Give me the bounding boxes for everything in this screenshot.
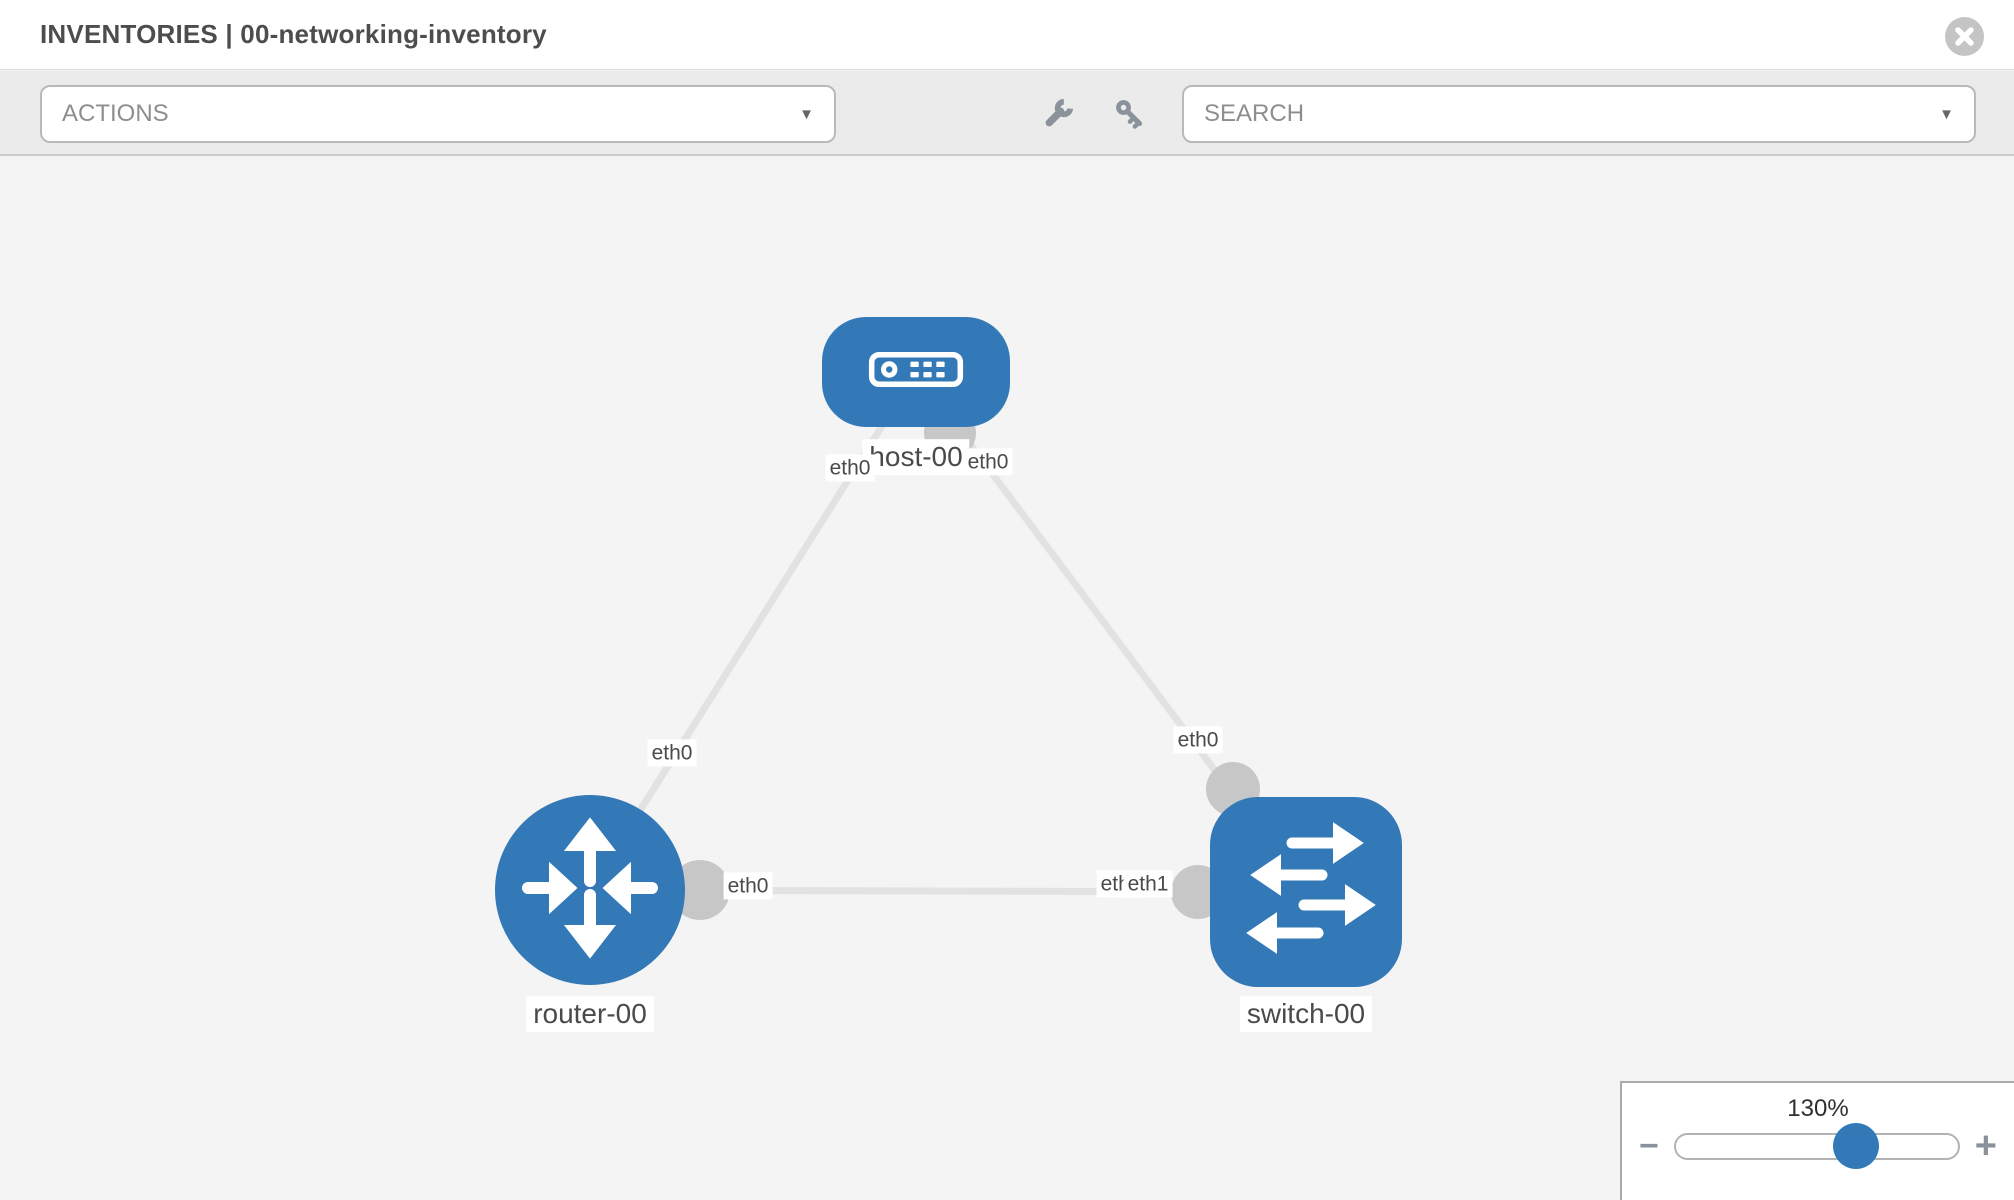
node-router-00[interactable]: [495, 795, 685, 985]
zoom-out-icon[interactable]: −: [1639, 1127, 1659, 1165]
header-bar: INVENTORIES | 00-networking-inventory: [0, 0, 2014, 70]
zoom-in-icon[interactable]: +: [1974, 1125, 1997, 1167]
chevron-down-icon: ▼: [799, 105, 814, 123]
node-label: switch-00: [1239, 996, 1373, 1032]
router-arrows-icon: [495, 793, 685, 988]
key-icon[interactable]: [1112, 96, 1148, 132]
actions-dropdown-label: ACTIONS: [62, 100, 169, 127]
zoom-controls: − +: [1622, 1123, 2014, 1169]
zoom-widget: 130% − +: [1620, 1081, 2014, 1200]
close-icon[interactable]: [1945, 17, 1984, 56]
toolbar: ACTIONS ▼: [0, 71, 2014, 156]
interface-label: eth0: [1173, 726, 1223, 754]
search-dropdown-label: SEARCH: [1204, 100, 1305, 127]
interface-label: eth0: [647, 739, 697, 767]
interface-label: eth0: [723, 872, 773, 900]
search-dropdown[interactable]: SEARCH ▼: [1182, 85, 1976, 143]
node-host-00[interactable]: [822, 317, 1010, 427]
node-label: router-00: [526, 996, 654, 1032]
switch-arrows-icon: [1210, 795, 1402, 990]
chevron-down-icon: ▼: [1939, 105, 1954, 123]
zoom-level: 130%: [1787, 1095, 1849, 1122]
toolbar-tools: [1040, 71, 1148, 156]
topology-link[interactable]: [589, 886, 1307, 896]
interface-label: eth0: [963, 448, 1013, 476]
server-icon: [868, 351, 964, 393]
zoom-slider-handle[interactable]: [1833, 1123, 1880, 1169]
node-switch-00[interactable]: [1210, 797, 1402, 987]
page-title: INVENTORIES | 00-networking-inventory: [40, 19, 547, 49]
close-x-glyph: [1955, 27, 1974, 46]
actions-dropdown[interactable]: ACTIONS ▼: [40, 85, 836, 143]
node-label: host-00: [862, 439, 970, 475]
interface-label: eth1: [1123, 870, 1173, 898]
interface-label: eth0: [825, 454, 875, 482]
zoom-slider-track[interactable]: [1673, 1123, 1960, 1169]
wrench-icon[interactable]: [1040, 96, 1076, 132]
